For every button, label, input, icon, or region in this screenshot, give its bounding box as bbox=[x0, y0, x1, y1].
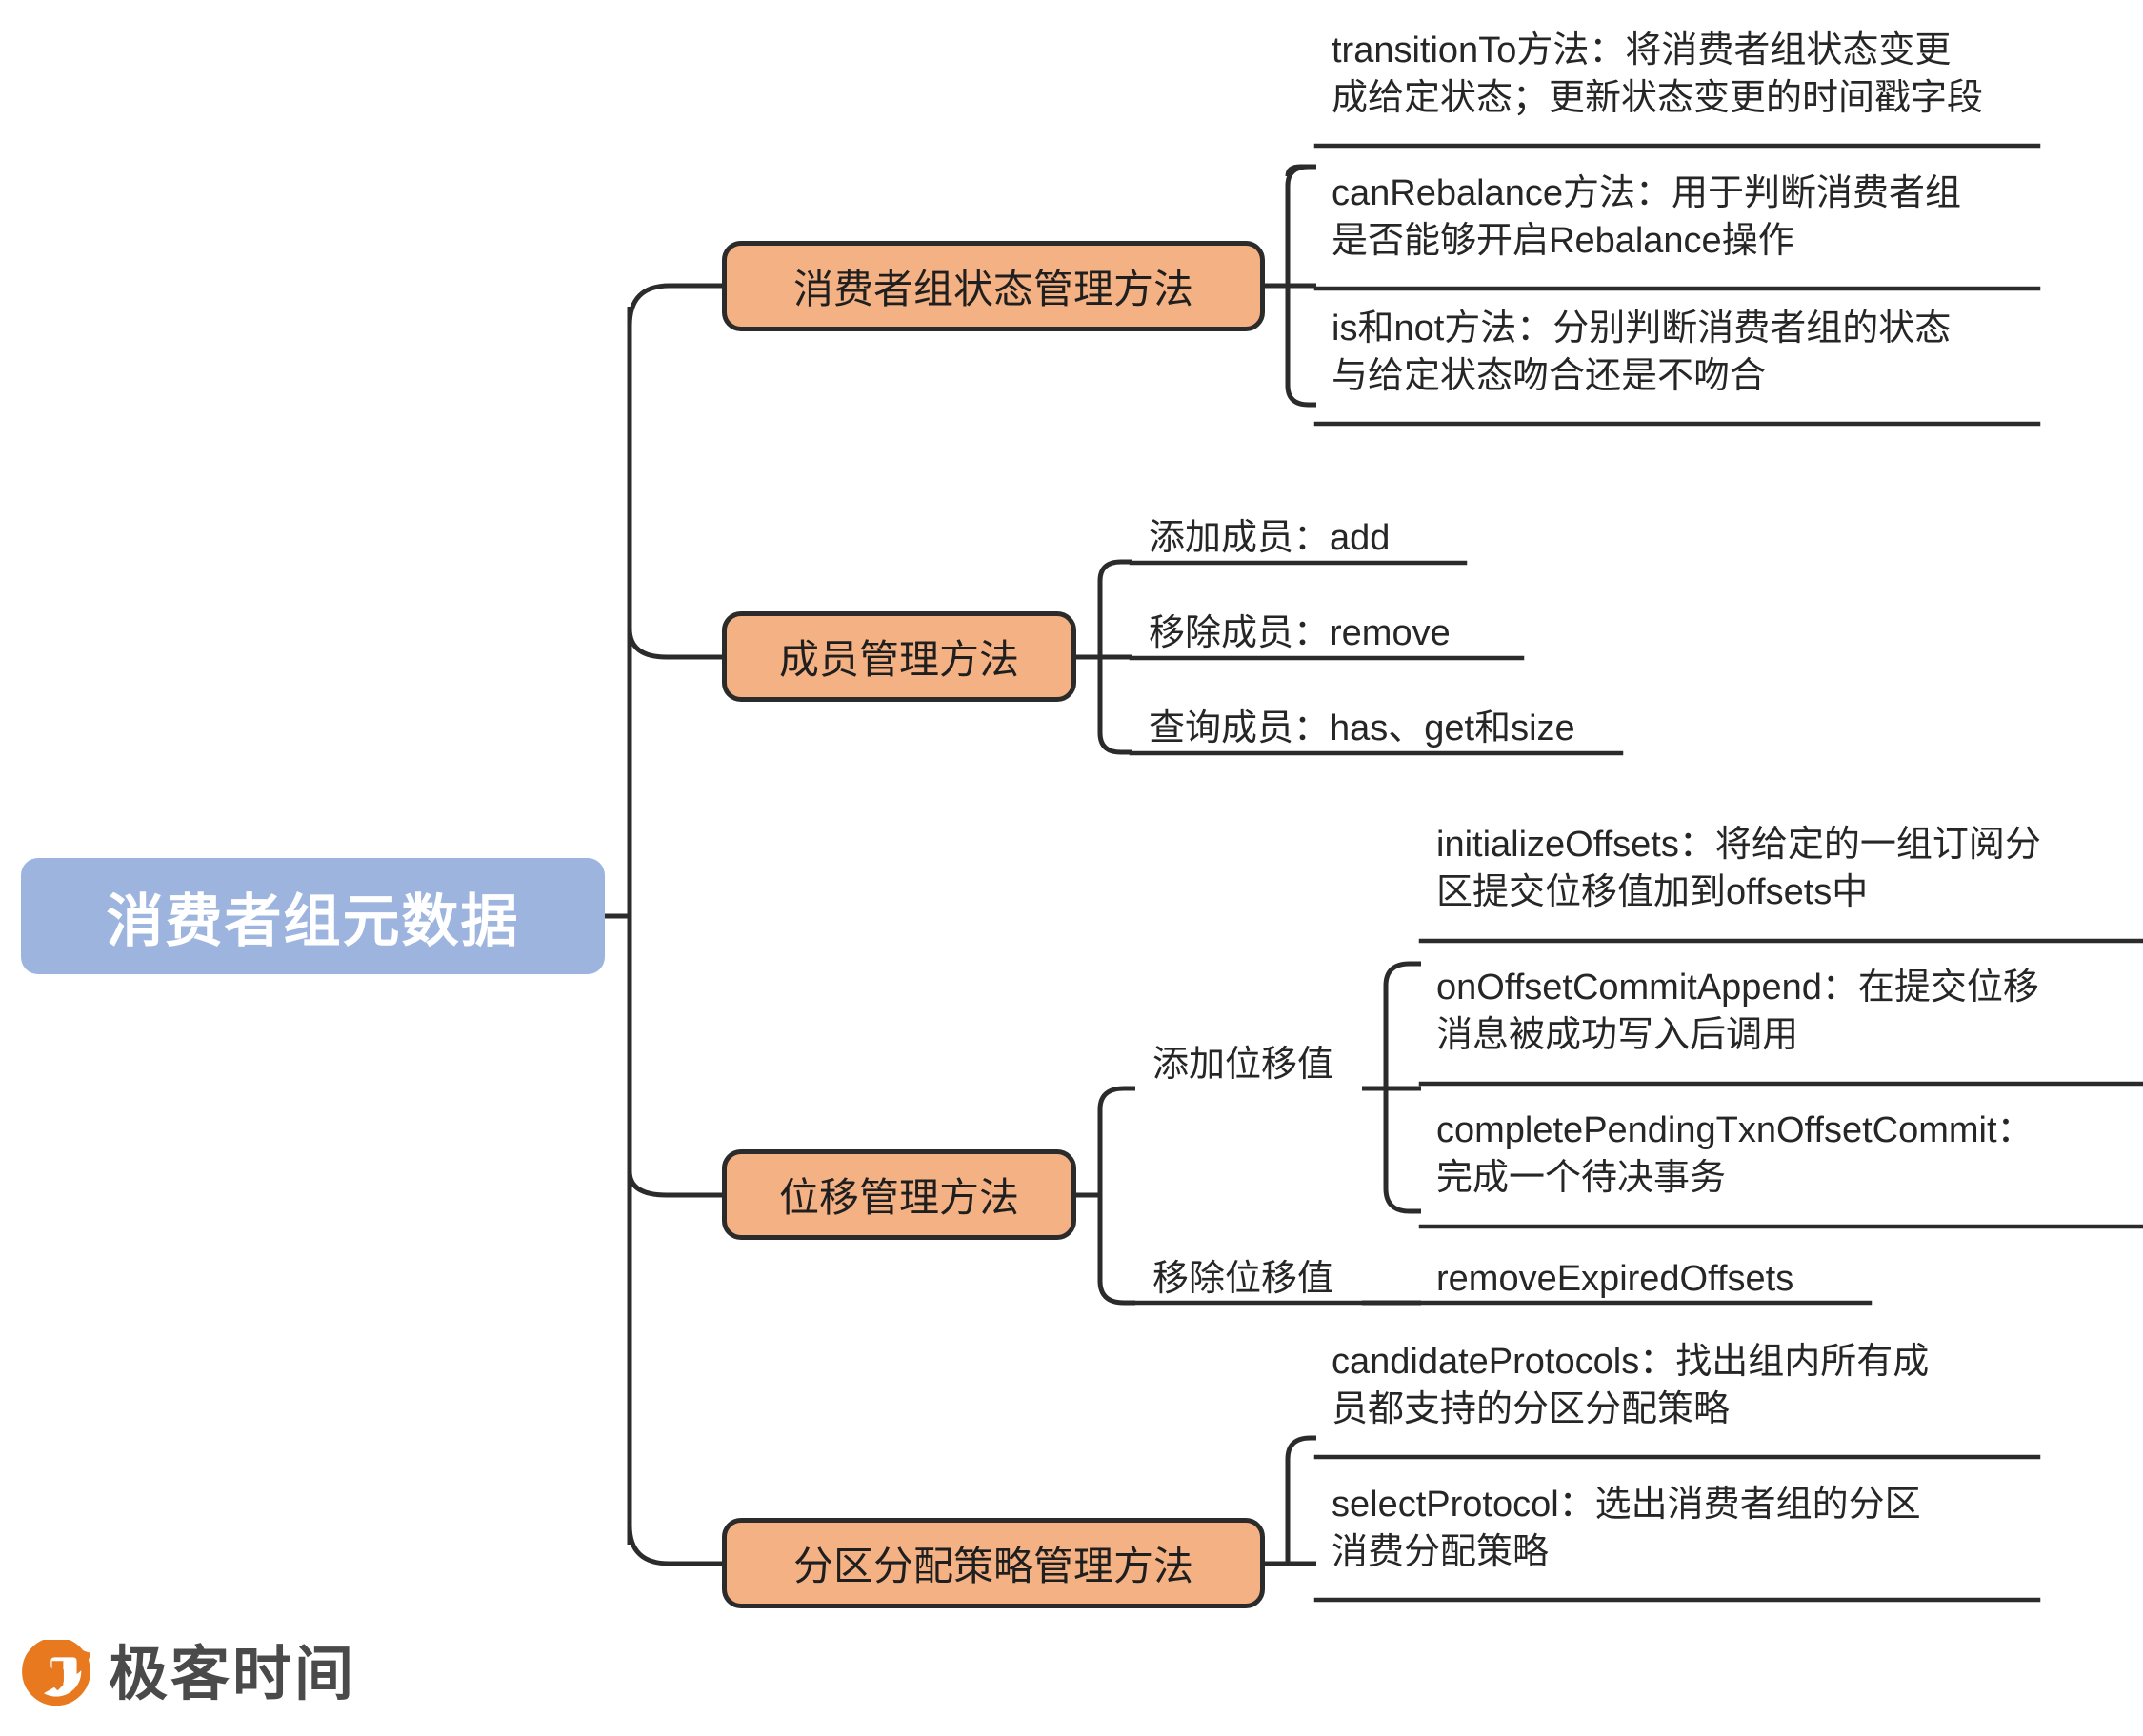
edge-spine-to-offset bbox=[627, 1170, 722, 1198]
leaf-select-protocol[interactable]: selectProtocol：选出消费者组的分区 消费分配策略 bbox=[1332, 1485, 1921, 1573]
brand-wordmark: 极客时间 bbox=[109, 1642, 357, 1707]
leaf-on-offset-commit-append[interactable]: onOffsetCommitAppend：在提交位移 消息被成功写入后调用 bbox=[1436, 968, 2039, 1056]
leaf-member-query[interactable]: 查询成员：has、get和size bbox=[1149, 708, 1575, 748]
leaf-member-add[interactable]: 添加成员：add bbox=[1149, 518, 1391, 558]
root-node[interactable]: 消费者组元数据 bbox=[21, 858, 605, 974]
edge-offset-add-group bbox=[1097, 1086, 1135, 1195]
edge-spine-to-state bbox=[627, 283, 722, 327]
leaf-initialize-offsets[interactable]: initializeOffsets：将给定的一组订阅分 区提交位移值加到offs… bbox=[1436, 825, 2041, 913]
edge-offsetadd-leaf3 bbox=[1383, 1088, 1421, 1214]
leaf-transition-to[interactable]: transitionTo方法：将消费者组状态变更 成给定状态；更新状态变更的时间… bbox=[1332, 30, 1984, 119]
leaf-remove-expired-offsets[interactable]: removeExpiredOffsets bbox=[1436, 1259, 1794, 1299]
edge-state-leaf3 bbox=[1285, 286, 1316, 408]
leaf-member-remove[interactable]: 移除成员：remove bbox=[1149, 613, 1451, 653]
edge-state-leaf1 bbox=[1285, 164, 1316, 286]
branch-node-state-management[interactable]: 消费者组状态管理方法 bbox=[722, 241, 1265, 331]
geektime-logo-icon bbox=[22, 1640, 90, 1706]
leaf-complete-pending-txn[interactable]: completePendingTxnOffsetCommit： 完成一个待决事务 bbox=[1436, 1110, 2033, 1199]
edge-spine-to-member bbox=[627, 628, 722, 660]
branch-node-member-management[interactable]: 成员管理方法 bbox=[722, 611, 1076, 702]
branch-node-offset-management[interactable]: 位移管理方法 bbox=[722, 1149, 1076, 1240]
edge-offset-remove-group bbox=[1097, 1195, 1135, 1306]
branch-node-protocol-management[interactable]: 分区分配策略管理方法 bbox=[722, 1518, 1265, 1608]
edge-protocol-leaf1 bbox=[1285, 1435, 1316, 1564]
leaf-is-and-not[interactable]: is和not方法：分别判断消费者组的状态 与给定状态吻合还是不吻合 bbox=[1332, 309, 1952, 397]
edge-offsetadd-leaf1 bbox=[1383, 961, 1421, 1088]
leaf-candidate-protocols[interactable]: candidateProtocols：找出组内所有成 员都支持的分区分配策略 bbox=[1332, 1342, 1930, 1430]
brand-logo: 极客时间 bbox=[21, 1640, 356, 1710]
leaf-can-rebalance[interactable]: canRebalance方法：用于判断消费者组 是否能够开启Rebalance操… bbox=[1332, 173, 1961, 262]
edge-state-to-leaf1-riser bbox=[1285, 164, 1316, 177]
leaf-offset-remove-group[interactable]: 移除位移值 bbox=[1152, 1259, 1334, 1299]
edge-member-leaf1 bbox=[1097, 559, 1132, 657]
edge-member-leaf3 bbox=[1097, 657, 1132, 755]
edge-spine-to-protocol bbox=[627, 1525, 722, 1566]
leaf-offset-add-group[interactable]: 添加位移值 bbox=[1152, 1045, 1334, 1085]
